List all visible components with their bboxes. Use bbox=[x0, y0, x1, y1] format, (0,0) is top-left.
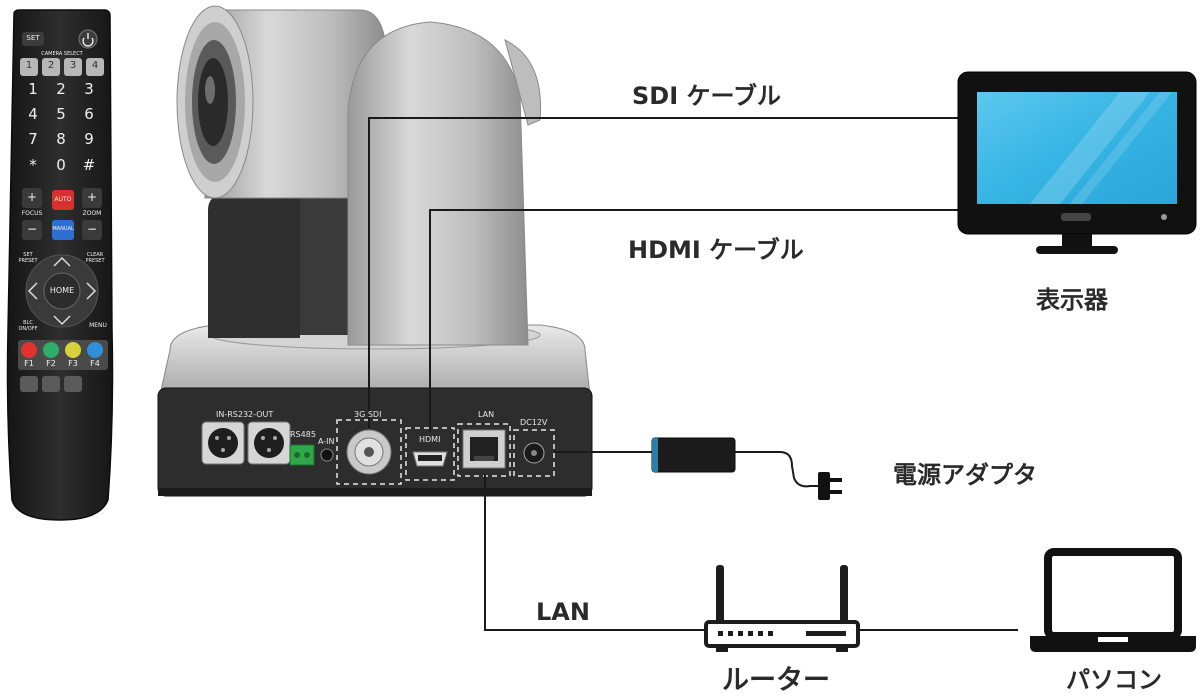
ptz-camera bbox=[157, 5, 593, 497]
remote-number-key: 2 bbox=[56, 80, 66, 98]
power-adapter bbox=[651, 437, 842, 500]
set-key bbox=[22, 32, 44, 46]
dc-port-label: DC12V bbox=[520, 418, 548, 427]
display-label: 表示器 bbox=[1036, 286, 1108, 314]
remote-set-preset-label: SET PRESET bbox=[18, 252, 38, 264]
hdmi-cable-label: HDMI ケーブル bbox=[628, 236, 804, 264]
pc-label: パソコン bbox=[1066, 666, 1162, 694]
remote-number-key: 9 bbox=[84, 130, 94, 148]
sdi-port-label: 3G SDI bbox=[354, 410, 382, 419]
remote-number-key: 0 bbox=[56, 156, 66, 174]
remote-number-key: 4 bbox=[28, 105, 38, 123]
power-cord bbox=[735, 451, 820, 488]
rs232-port-label: IN-RS232-OUT bbox=[216, 410, 274, 419]
manual-key bbox=[52, 220, 74, 240]
remote-camera-key: 2 bbox=[47, 60, 55, 71]
auto-key bbox=[52, 190, 74, 210]
router bbox=[704, 565, 860, 652]
remote-function-dot bbox=[87, 342, 103, 358]
rs485-port-label: RS485 bbox=[290, 430, 316, 439]
remote-blc-label: BLC ON/OFF bbox=[18, 320, 38, 332]
remote-focus-plus: + bbox=[26, 190, 38, 204]
remote-menu-label: MENU bbox=[89, 322, 107, 329]
remote-function-dot bbox=[21, 342, 37, 358]
monitor bbox=[957, 71, 1197, 254]
remote-zoom-label: ZOOM bbox=[82, 210, 102, 217]
power-adapter-label: 電源アダプタ bbox=[893, 461, 1037, 489]
remote-zoom-plus: + bbox=[86, 190, 98, 204]
remote-function-key-label: F4 bbox=[90, 359, 100, 368]
remote-function-dot bbox=[65, 342, 81, 358]
remote-camera-key: 1 bbox=[25, 60, 33, 71]
remote-set-label: SET bbox=[26, 34, 40, 42]
hdmi-port-highlight bbox=[405, 427, 455, 481]
hdmi-port-label: HDMI bbox=[419, 435, 441, 444]
remote-control bbox=[6, 9, 114, 521]
remote-function-key-label: F2 bbox=[46, 359, 56, 368]
remote-camera-select-label: CAMERA SELECT bbox=[41, 51, 83, 57]
remote-function-key-label: F3 bbox=[68, 359, 78, 368]
remote-zoom-minus: − bbox=[86, 222, 98, 236]
remote-camera-key: 4 bbox=[91, 60, 99, 71]
lan-port-label: LAN bbox=[478, 410, 495, 419]
remote-number-key: 8 bbox=[56, 130, 66, 148]
remote-focus-label: FOCUS bbox=[21, 210, 43, 217]
monitor-screen bbox=[977, 92, 1177, 204]
remote-auto-label: AUTO bbox=[54, 196, 72, 203]
lan-cable-label: LAN bbox=[536, 598, 590, 626]
remote-number-key: 5 bbox=[56, 105, 66, 123]
remote-manual-label: MANUAL bbox=[52, 226, 74, 232]
function-key-dots bbox=[21, 342, 103, 358]
remote-home-label: HOME bbox=[49, 286, 75, 295]
remote-number-key: 1 bbox=[28, 80, 38, 98]
remote-number-key: # bbox=[82, 156, 96, 174]
remote-camera-key: 3 bbox=[69, 60, 77, 71]
remote-number-key: * bbox=[29, 156, 37, 174]
laptop bbox=[1030, 548, 1196, 652]
audio-in-label: A-IN bbox=[318, 437, 335, 446]
remote-focus-minus: − bbox=[26, 222, 38, 236]
router-label: ルーター bbox=[722, 665, 830, 696]
home-key bbox=[43, 272, 81, 310]
remote-clear-preset-label: CLEAR PRESET bbox=[85, 252, 105, 264]
remote-function-key-label: F1 bbox=[24, 359, 34, 368]
sdi-cable-label: SDI ケーブル bbox=[632, 82, 782, 110]
remote-number-key: 3 bbox=[84, 80, 94, 98]
remote-function-dot bbox=[43, 342, 59, 358]
remote-number-key: 6 bbox=[84, 105, 94, 123]
remote-number-key: 7 bbox=[28, 130, 38, 148]
lan-cable-line bbox=[484, 474, 705, 631]
